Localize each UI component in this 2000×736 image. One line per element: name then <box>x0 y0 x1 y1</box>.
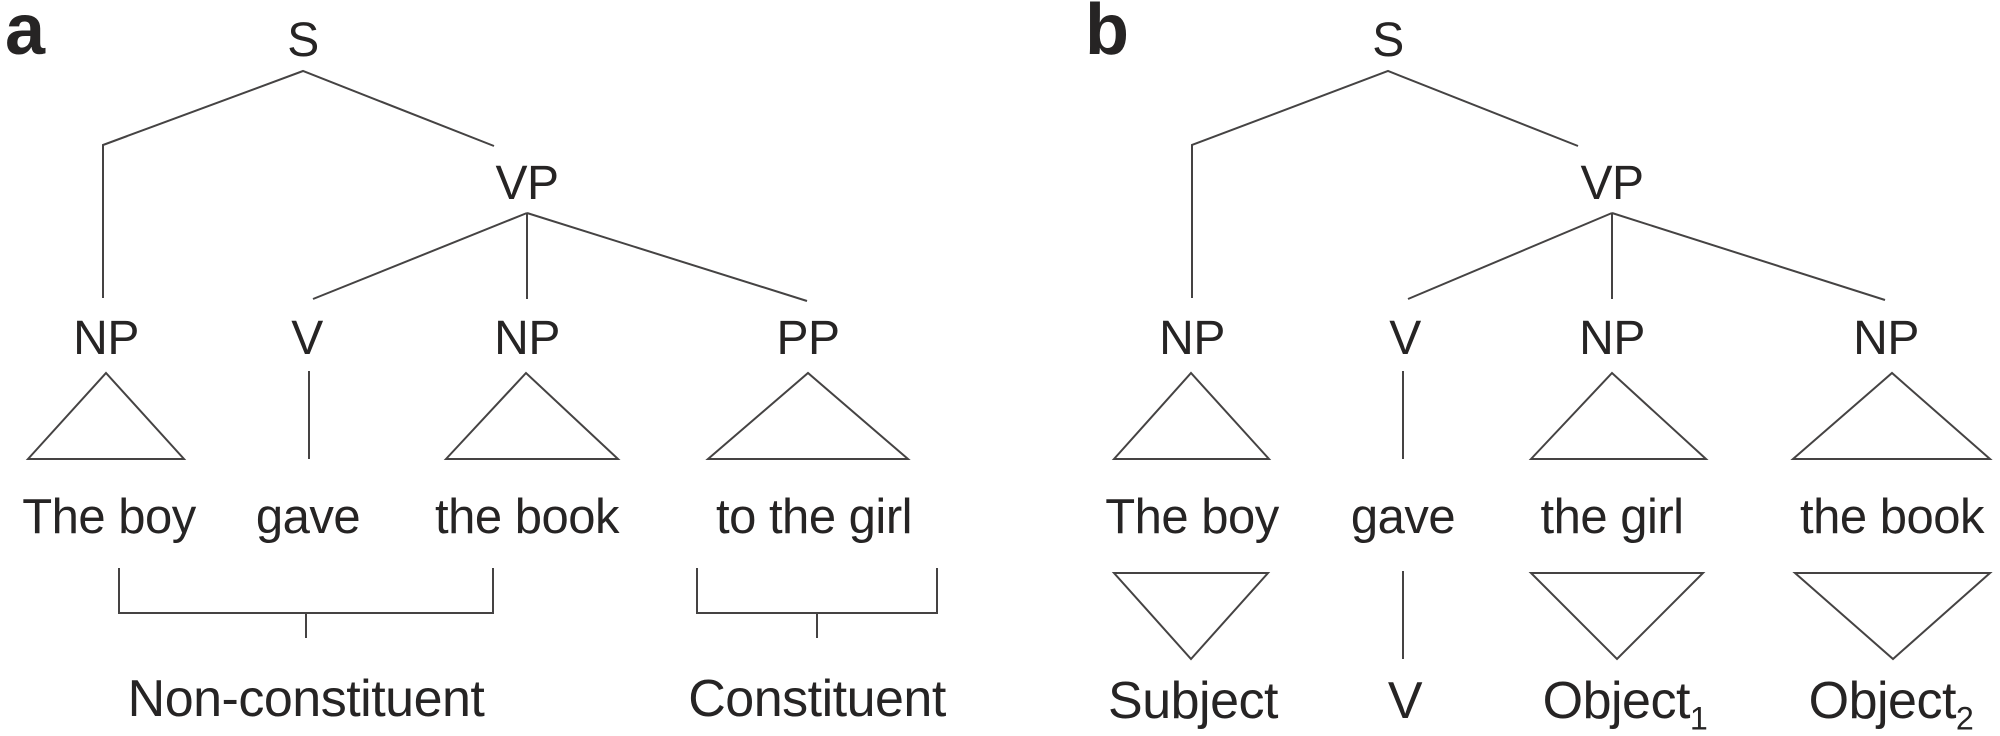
role-label-object1-base: Object <box>1542 672 1691 730</box>
edge-s-branches-b <box>1191 69 1579 298</box>
panel-label-b: b <box>1085 0 1129 70</box>
node-label-pp-a: PP <box>776 312 840 365</box>
edge-vp-v-b <box>1407 212 1613 300</box>
node-label-np3-b: NP <box>1853 312 1919 365</box>
edge-s-branches-a <box>102 69 495 298</box>
word-the-boy-a: The boy <box>22 490 196 544</box>
word-the-boy-b: The boy <box>1105 490 1279 544</box>
panel-label-a: a <box>5 0 46 70</box>
np-triangle-a2 <box>443 371 621 460</box>
node-label-np2-b: NP <box>1579 312 1645 365</box>
non-constituent-bracket <box>118 568 494 614</box>
role-triangle-object1 <box>1528 572 1706 661</box>
non-constituent-label: Non-constituent <box>127 670 485 728</box>
np-triangle-a1 <box>25 371 187 460</box>
word-the-girl-b: the girl <box>1540 490 1684 544</box>
word-the-book-b: the book <box>1800 490 1985 544</box>
node-label-vp-b: VP <box>1580 157 1644 210</box>
role-triangle-object2 <box>1792 572 1993 661</box>
role-label-object1-subscript: 1 <box>1689 700 1708 736</box>
node-label-np2-a: NP <box>494 312 560 365</box>
role-triangle-subject <box>1111 572 1271 661</box>
np-triangle-b2 <box>1528 371 1709 460</box>
pp-triangle-a <box>705 371 911 460</box>
node-label-v-a: V <box>291 312 323 365</box>
word-to-the-girl-a: to the girl <box>715 490 913 544</box>
role-label-object2-base: Object <box>1808 672 1957 730</box>
edge-vp-pp-a <box>526 212 808 302</box>
node-label-s-b: S <box>1372 14 1404 67</box>
constituent-label: Constituent <box>688 670 946 728</box>
node-label-np1-b: NP <box>1159 312 1225 365</box>
node-label-np1-a: NP <box>73 312 139 365</box>
edge-vp-v-a <box>312 212 528 300</box>
constituent-bracket <box>696 568 938 614</box>
role-label-object2-subscript: 2 <box>1955 700 1974 736</box>
role-label-object2: Object2 <box>1809 675 1974 735</box>
role-label-v: V <box>1387 672 1423 730</box>
node-label-s-a: S <box>287 14 319 67</box>
node-label-vp-a: VP <box>495 157 559 210</box>
word-gave-b: gave <box>1350 490 1456 544</box>
role-label-subject: Subject <box>1108 672 1278 730</box>
edge-vp-np2-b <box>1611 212 1886 301</box>
word-gave-a: gave <box>255 490 361 544</box>
node-label-v-b: V <box>1389 312 1421 365</box>
np-triangle-b3 <box>1790 371 1993 460</box>
role-label-object1: Object1 <box>1543 675 1708 735</box>
word-the-book-a: the book <box>435 490 620 544</box>
np-triangle-b1 <box>1111 371 1272 460</box>
